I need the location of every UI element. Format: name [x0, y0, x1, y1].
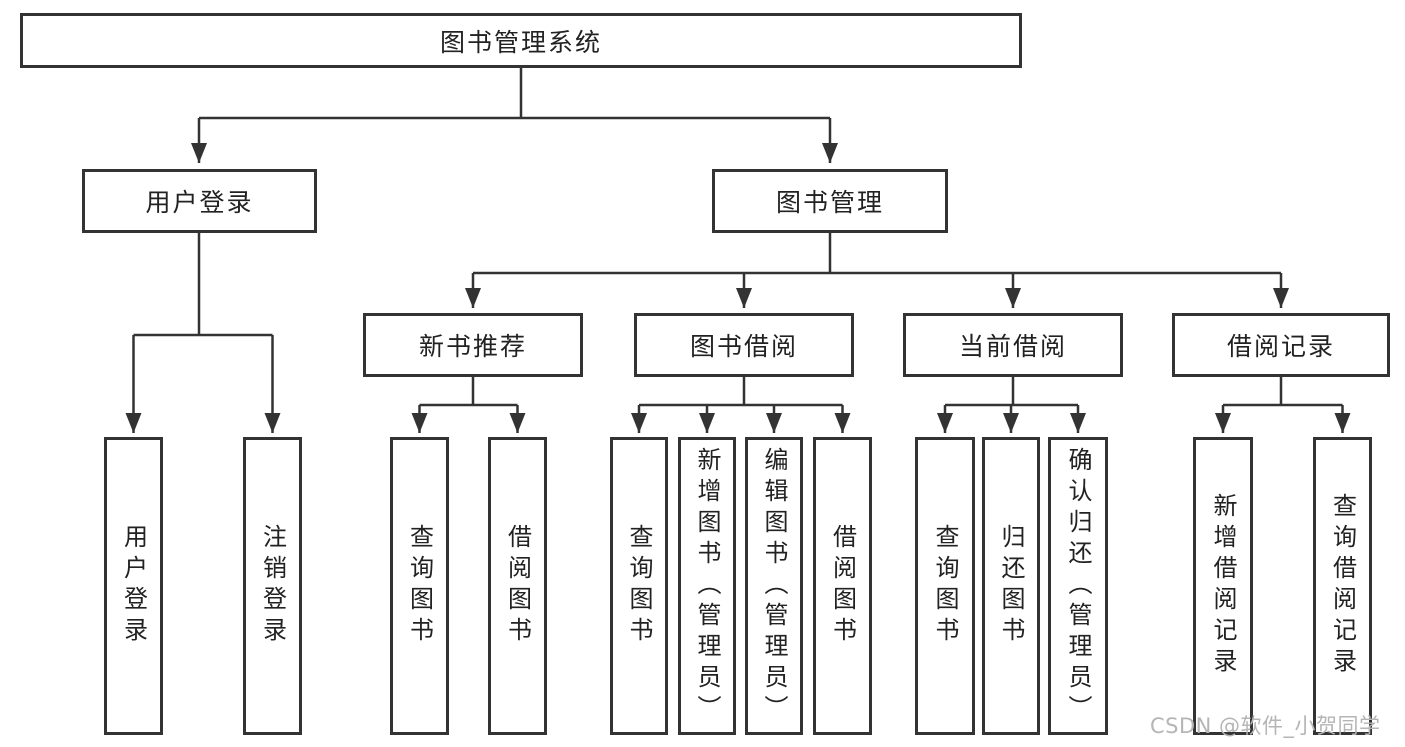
- leaf-user-login: 用户登录: [104, 437, 163, 735]
- leaf-query-borrow-record: 查询借阅记录: [1313, 437, 1372, 735]
- leaf-query-books-borrow: 查询图书: [610, 437, 668, 735]
- node-root: 图书管理系统: [20, 13, 1022, 68]
- leaf-confirm-return-admin: 确认归还（管理员）: [1048, 437, 1108, 735]
- leaf-add-books-admin: 新增图书（管理员）: [678, 437, 736, 735]
- leaf-logout: 注销登录: [243, 437, 302, 735]
- node-book-management: 图书管理: [712, 169, 948, 233]
- leaf-return-books: 归还图书: [982, 437, 1040, 735]
- node-book-borrowing: 图书借阅: [634, 313, 854, 377]
- leaf-borrow-books: 借阅图书: [813, 437, 872, 735]
- node-new-book-recommendation: 新书推荐: [363, 313, 583, 377]
- leaf-borrow-books-recommend: 借阅图书: [488, 437, 547, 735]
- leaf-query-books-recommend: 查询图书: [390, 437, 449, 735]
- leaf-add-borrow-record: 新增借阅记录: [1193, 437, 1253, 735]
- leaf-query-books-current: 查询图书: [915, 437, 975, 735]
- node-current-borrowing: 当前借阅: [903, 313, 1123, 377]
- watermark: CSDN @软件_小贺同学: [1150, 714, 1381, 738]
- leaf-edit-books-admin: 编辑图书（管理员）: [745, 437, 803, 735]
- node-user-login: 用户登录: [82, 169, 317, 233]
- node-borrowing-records: 借阅记录: [1172, 313, 1390, 377]
